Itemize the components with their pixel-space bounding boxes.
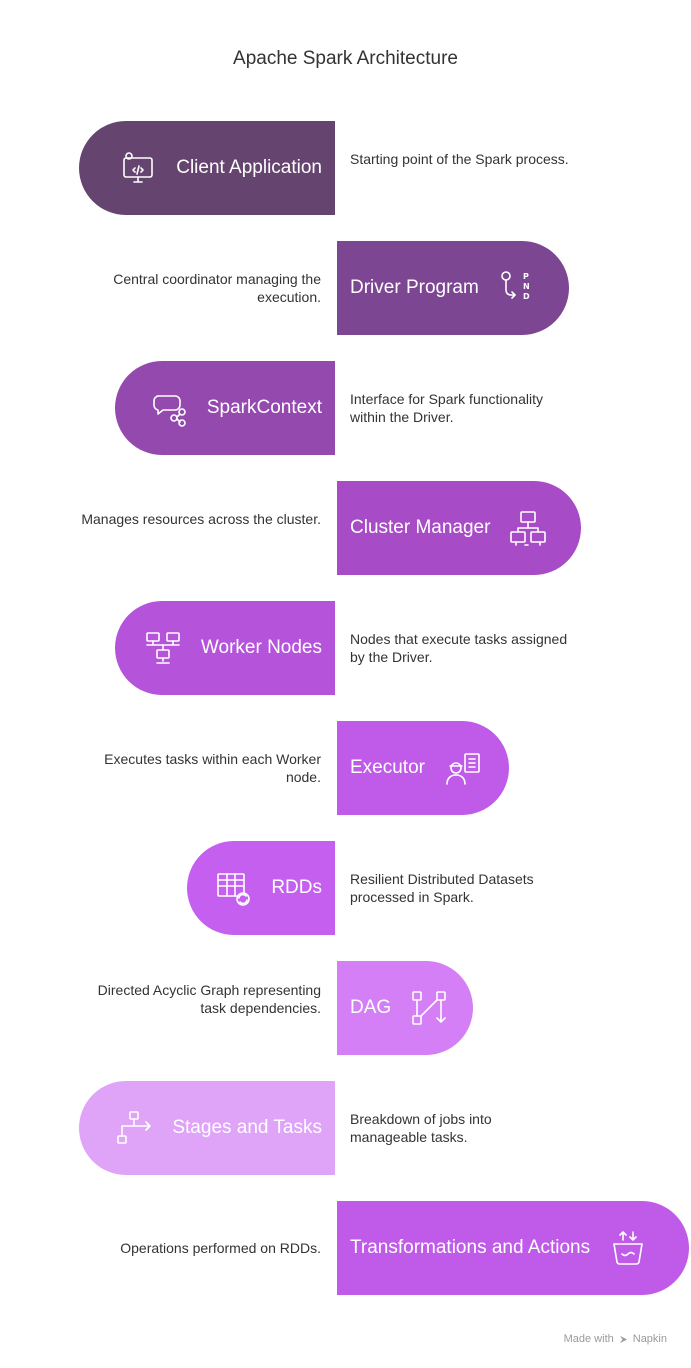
worker-computers-icon bbox=[143, 628, 183, 668]
step-transformations-and-actions: Operations performed on RDDs. Transforma… bbox=[0, 1201, 691, 1295]
page-title: Apache Spark Architecture bbox=[233, 48, 458, 69]
svg-text:P: P bbox=[523, 272, 529, 281]
step-stages-and-tasks: Stages and Tasks Breakdown of jobs into … bbox=[0, 1081, 691, 1175]
step-label: Transformations and Actions bbox=[350, 1237, 591, 1258]
step-label: Cluster Manager bbox=[350, 517, 491, 538]
step-dag: Directed Acyclic Graph representing task… bbox=[0, 961, 691, 1055]
step-label: Driver Program bbox=[350, 277, 479, 298]
step-description: Nodes that execute tasks assigned by the… bbox=[350, 631, 568, 665]
hierarchy-flow-icon bbox=[114, 1108, 154, 1148]
step-label: Stages and Tasks bbox=[172, 1117, 322, 1138]
step-label: Executor bbox=[350, 757, 425, 778]
footer-attribution: Made with Napkin bbox=[564, 1333, 667, 1345]
step-description: Interface for Spark functionality within… bbox=[350, 391, 543, 425]
step-pill: Client Application bbox=[79, 121, 335, 215]
svg-text:N: N bbox=[523, 282, 530, 291]
table-refresh-icon bbox=[213, 868, 253, 908]
step-description: Executes tasks within each Worker node. bbox=[104, 751, 321, 785]
step-description: Directed Acyclic Graph representing task… bbox=[97, 982, 321, 1016]
step-pill: Worker Nodes bbox=[115, 601, 335, 695]
step-pill: SparkContext bbox=[115, 361, 335, 455]
footer-made-with: Made with bbox=[563, 1333, 614, 1345]
step-description: Central coordinator managing the executi… bbox=[113, 271, 321, 305]
step-description: Breakdown of jobs into manageable tasks. bbox=[350, 1111, 492, 1145]
step-pill: DAG bbox=[337, 961, 473, 1055]
chat-share-icon bbox=[149, 388, 189, 428]
step-sparkcontext: SparkContext Interface for Spark functio… bbox=[0, 361, 691, 455]
step-pill: Transformations and Actions bbox=[337, 1201, 689, 1295]
step-label: Worker Nodes bbox=[200, 637, 322, 658]
pnd-process-icon: P N D bbox=[497, 268, 537, 308]
step-worker-nodes: Worker Nodes Nodes that execute tasks as… bbox=[0, 601, 691, 695]
step-label: Client Application bbox=[176, 157, 322, 178]
napkin-logo-icon bbox=[619, 1335, 627, 1343]
step-description: Starting point of the Spark process. bbox=[350, 151, 569, 167]
step-pill: RDDs bbox=[187, 841, 335, 935]
graph-flow-icon bbox=[409, 988, 449, 1028]
step-label: RDDs bbox=[271, 877, 322, 898]
step-description: Manages resources across the cluster. bbox=[81, 511, 321, 527]
bucket-arrows-icon bbox=[608, 1228, 648, 1268]
worker-checklist-icon bbox=[443, 748, 483, 788]
computer-code-gear-icon bbox=[118, 148, 158, 188]
svg-text:D: D bbox=[523, 292, 530, 301]
network-nodes-icon bbox=[508, 508, 548, 548]
step-client-application: Client Application Starting point of the… bbox=[0, 121, 691, 215]
footer-brand: Napkin bbox=[632, 1333, 667, 1345]
step-pill: Stages and Tasks bbox=[79, 1081, 335, 1175]
step-description: Operations performed on RDDs. bbox=[120, 1240, 321, 1256]
step-rdds: RDDs Resilient Distributed Datasets proc… bbox=[0, 841, 691, 935]
step-pill: Executor bbox=[337, 721, 509, 815]
step-label: DAG bbox=[350, 997, 392, 1018]
step-driver-program: Central coordinator managing the executi… bbox=[0, 241, 691, 335]
step-cluster-manager: Manages resources across the cluster. Cl… bbox=[0, 481, 691, 575]
step-description: Resilient Distributed Datasets processed… bbox=[350, 871, 534, 905]
step-executor: Executes tasks within each Worker node. … bbox=[0, 721, 691, 815]
step-pill: Cluster Manager bbox=[337, 481, 581, 575]
step-pill: Driver Program P N D bbox=[337, 241, 569, 335]
step-label: SparkContext bbox=[206, 397, 322, 418]
